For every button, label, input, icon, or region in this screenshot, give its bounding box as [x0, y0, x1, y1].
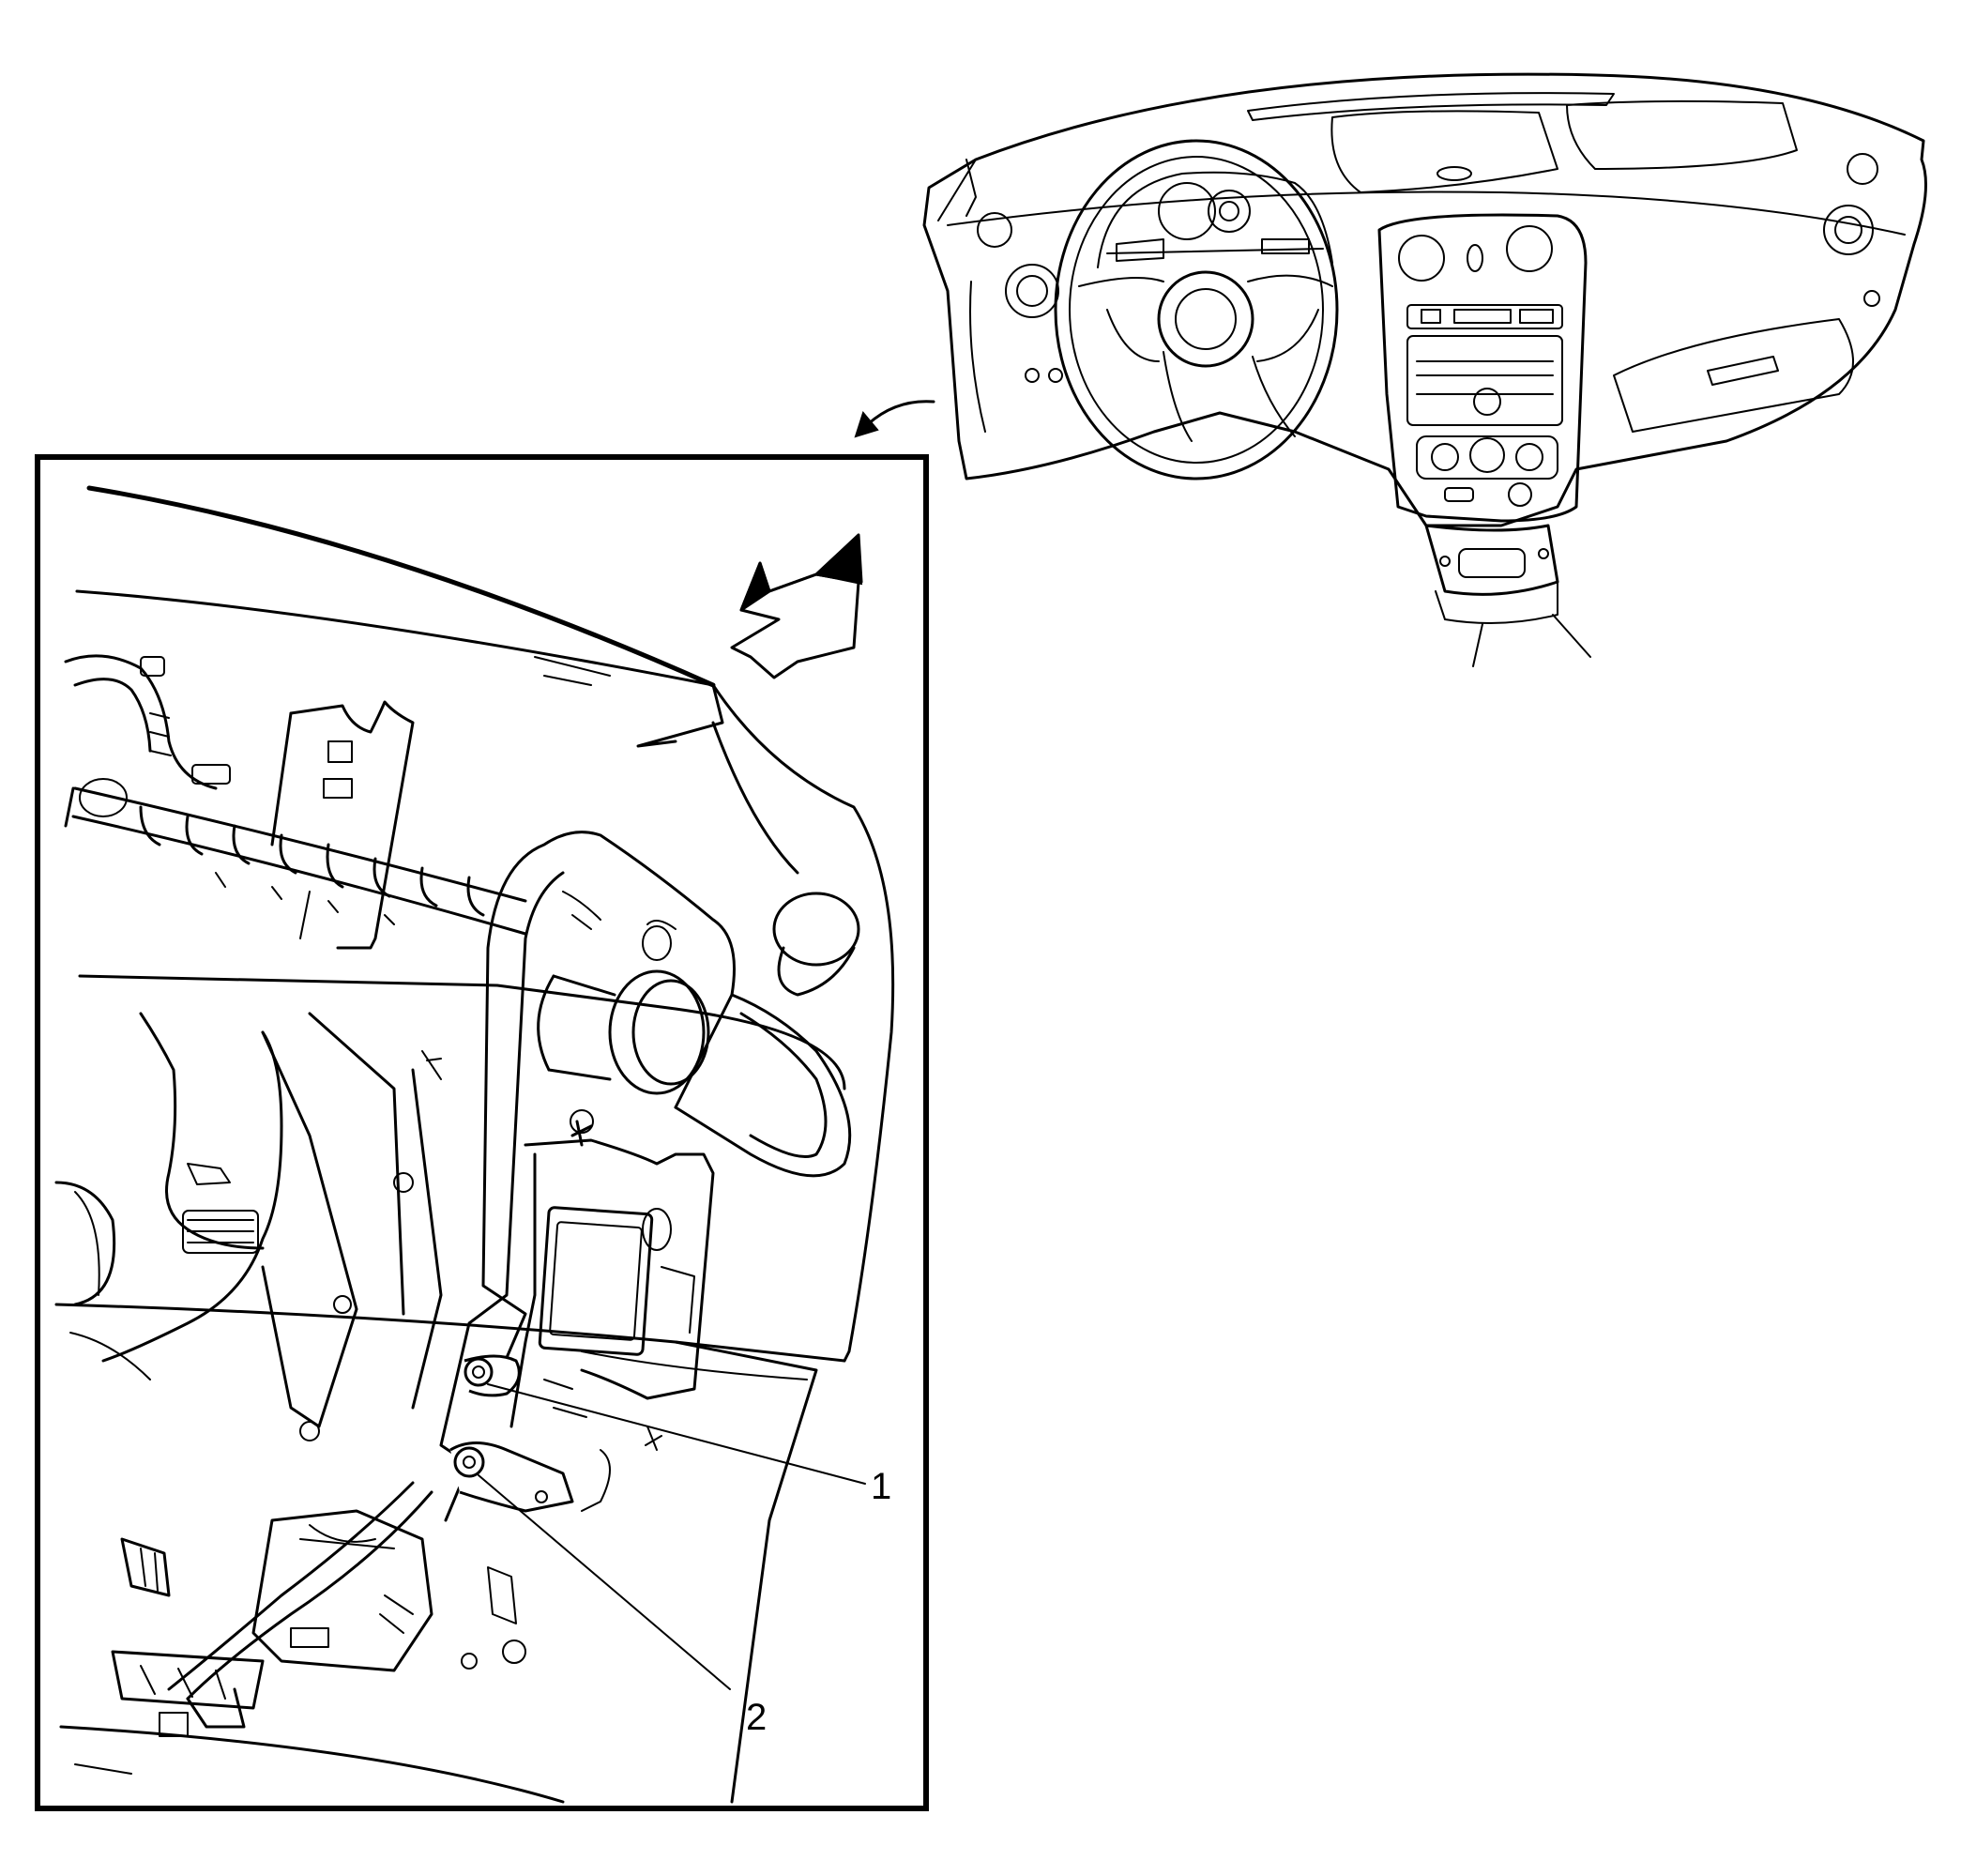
instrument-panel-overview [854, 72, 1927, 667]
detail-view-frame [35, 454, 929, 1811]
detail-link-arrow-icon [854, 400, 935, 438]
leader-line-1 [487, 1383, 866, 1485]
fastener-upper [464, 1354, 521, 1397]
callout-label-1: 1 [871, 1466, 891, 1507]
fastener-lower [449, 1441, 574, 1513]
view-direction-arrow-icon [730, 533, 863, 679]
detail-view: 1 2 [54, 485, 895, 1804]
callout-label-2: 2 [746, 1697, 767, 1738]
leader-line-2 [478, 1474, 731, 1690]
